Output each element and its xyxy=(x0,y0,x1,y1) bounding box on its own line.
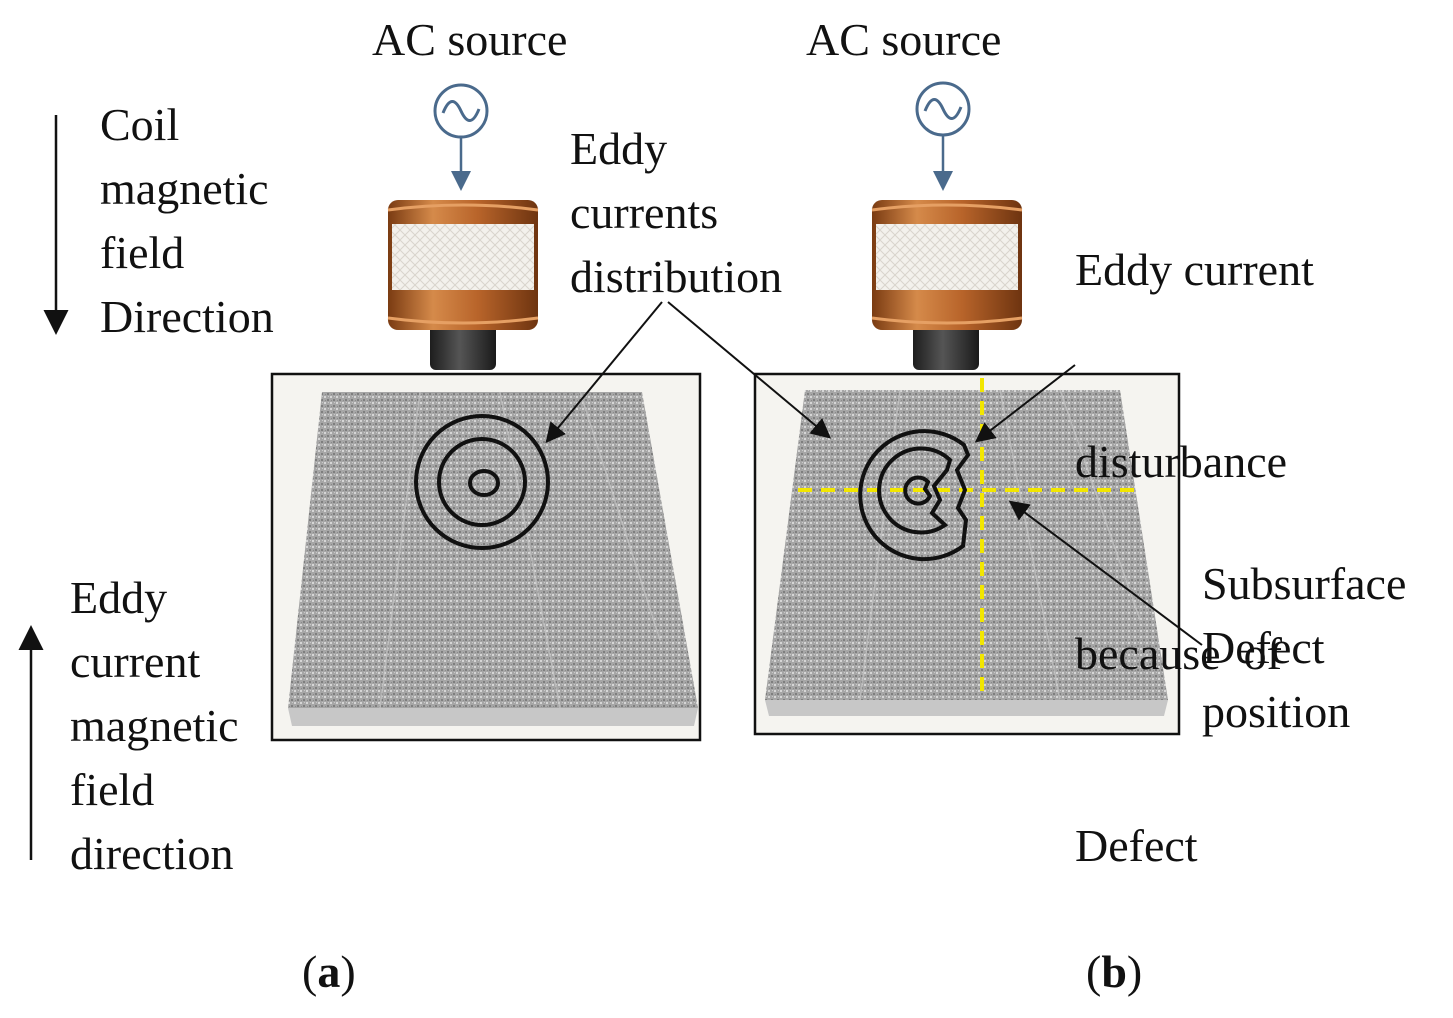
eddy-current-rings xyxy=(414,414,550,550)
coil-probe xyxy=(387,200,539,370)
ac-source-label-b: AC source xyxy=(806,14,1002,65)
disturbance-label: Eddy current disturbance because of Defe… xyxy=(1075,110,1314,942)
panel-label-b-letter: b xyxy=(1101,946,1127,997)
eddy-field-label-line: magnetic xyxy=(70,700,239,751)
plate-photo xyxy=(270,372,702,742)
eddy-distribution-label-line: Eddy xyxy=(570,123,668,174)
eddy-field-label-line: direction xyxy=(70,828,234,879)
eddy-field-label-line: current xyxy=(70,636,201,687)
coil-field-label-line: magnetic xyxy=(100,163,269,214)
defect-position-label-line: Defect xyxy=(1202,622,1325,673)
coil-field-label-line: Direction xyxy=(100,291,274,342)
eddy-distribution-label-line: distribution xyxy=(570,251,783,302)
coil-field-label-line: field xyxy=(100,227,185,278)
eddy-distribution-label-line: currents xyxy=(570,187,719,238)
disturbance-label-line: disturbance xyxy=(1075,436,1288,487)
leader-arrows xyxy=(545,301,1203,646)
disturbed-eddy-rings xyxy=(858,429,971,562)
panel-label-a-letter: a xyxy=(317,946,341,997)
coil-field-label-line: Coil xyxy=(100,99,180,150)
disturbance-label-line: Eddy current xyxy=(1075,244,1314,295)
defect-position-label: Subsurface Defect position xyxy=(1202,552,1406,744)
eddy-field-label: Eddy current magnetic field direction xyxy=(70,566,239,886)
ac-source-label-a: AC source xyxy=(372,14,568,65)
defect-position-label-line: Subsurface xyxy=(1202,558,1407,609)
coil-field-label: Coil magnetic field Direction xyxy=(100,93,274,349)
source-icon xyxy=(915,81,971,191)
panel-label-a: (a) xyxy=(302,946,356,997)
disturbance-label-line: because of xyxy=(1075,628,1282,679)
eddy-distribution-label: Eddy currents distribution xyxy=(570,117,782,309)
coil-probe xyxy=(871,200,1023,370)
panel-label-b: (b) xyxy=(1086,946,1143,997)
disturbance-label-line: Defect xyxy=(1075,820,1198,871)
eddy-field-label-line: Eddy xyxy=(70,572,168,623)
source-icon xyxy=(433,83,489,191)
eddy-field-label-line: field xyxy=(70,764,155,815)
defect-position-label-line: position xyxy=(1202,686,1351,737)
